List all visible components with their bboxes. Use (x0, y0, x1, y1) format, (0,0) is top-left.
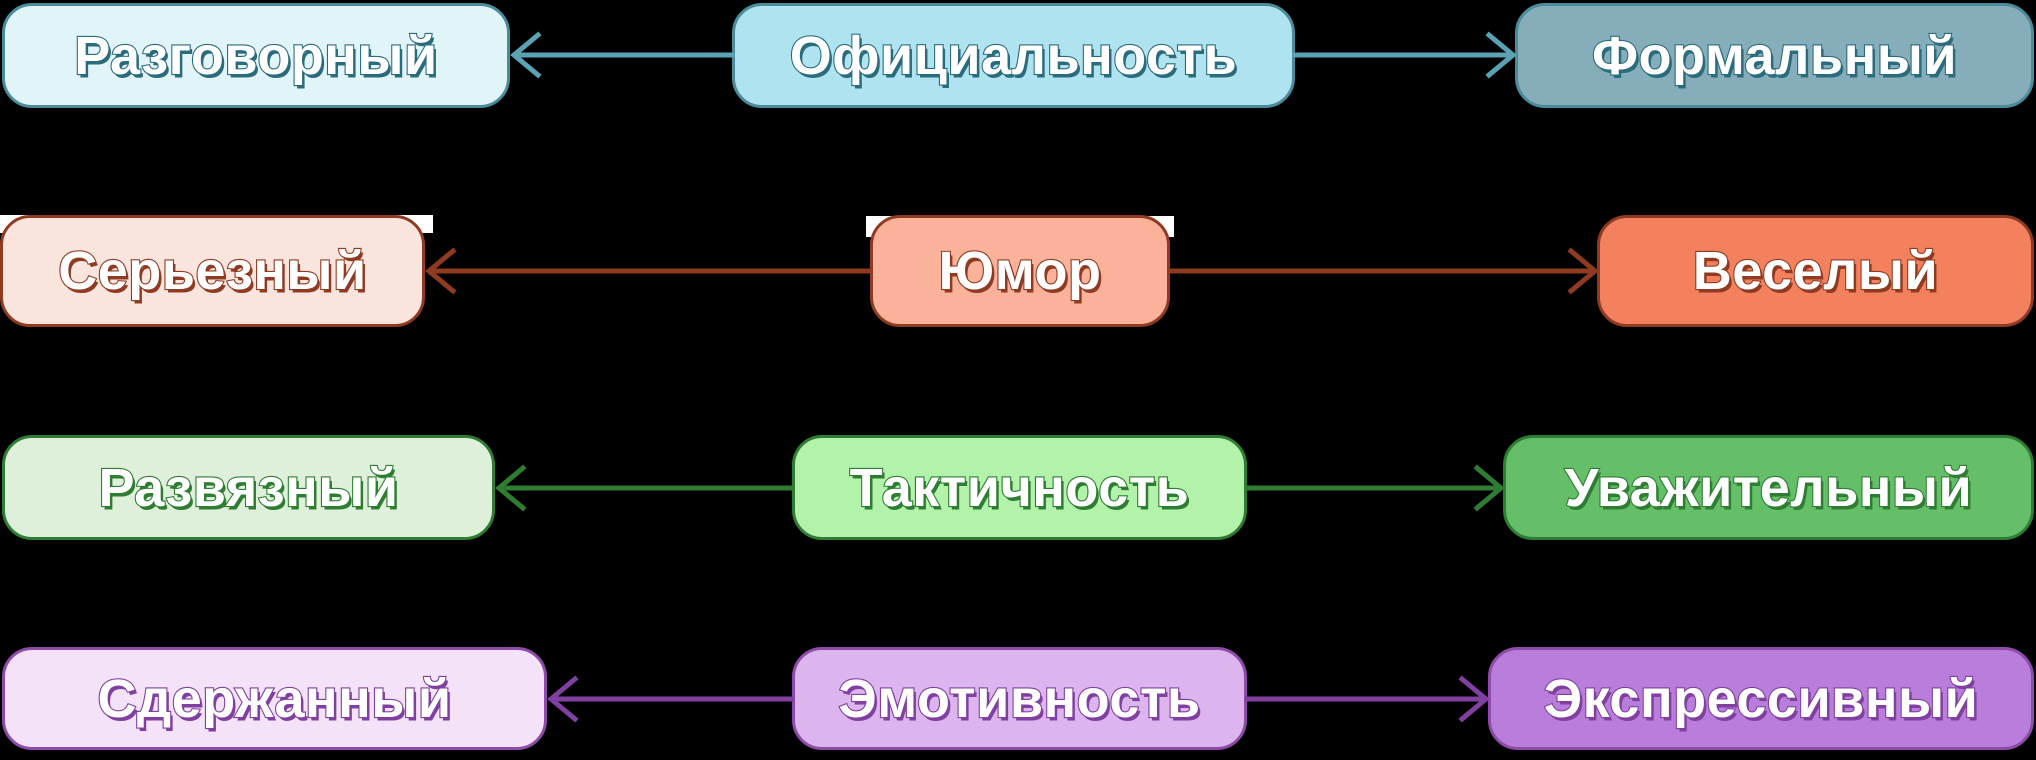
node-cheerful: Веселый (1597, 215, 2034, 327)
node-reserved: Сдержанный (2, 647, 547, 750)
node-expressive: Экспрессивный (1488, 647, 2034, 750)
arrow-emotivity-right (1244, 675, 1490, 723)
arrow-emotivity-left (547, 675, 795, 723)
node-respectful: Уважительный (1503, 435, 2034, 540)
node-formality-axis: Официальность (732, 3, 1295, 108)
node-unceremonious: Развязный (2, 435, 495, 540)
node-humor-axis: Юмор (870, 215, 1170, 327)
arrow-formality-left (510, 31, 735, 79)
arrow-formality-right (1292, 31, 1517, 79)
node-tact-axis: Тактичность (792, 435, 1247, 540)
arrow-tact-left (495, 464, 795, 512)
node-formal: Формальный (1515, 3, 2034, 108)
node-emotivity-axis: Эмотивность (792, 647, 1247, 750)
arrow-tact-right (1244, 464, 1505, 512)
arrow-humor-left (425, 247, 873, 295)
arrow-humor-right (1167, 247, 1599, 295)
node-serious: Серьезный (0, 215, 425, 327)
node-colloquial: Разговорный (2, 3, 510, 108)
